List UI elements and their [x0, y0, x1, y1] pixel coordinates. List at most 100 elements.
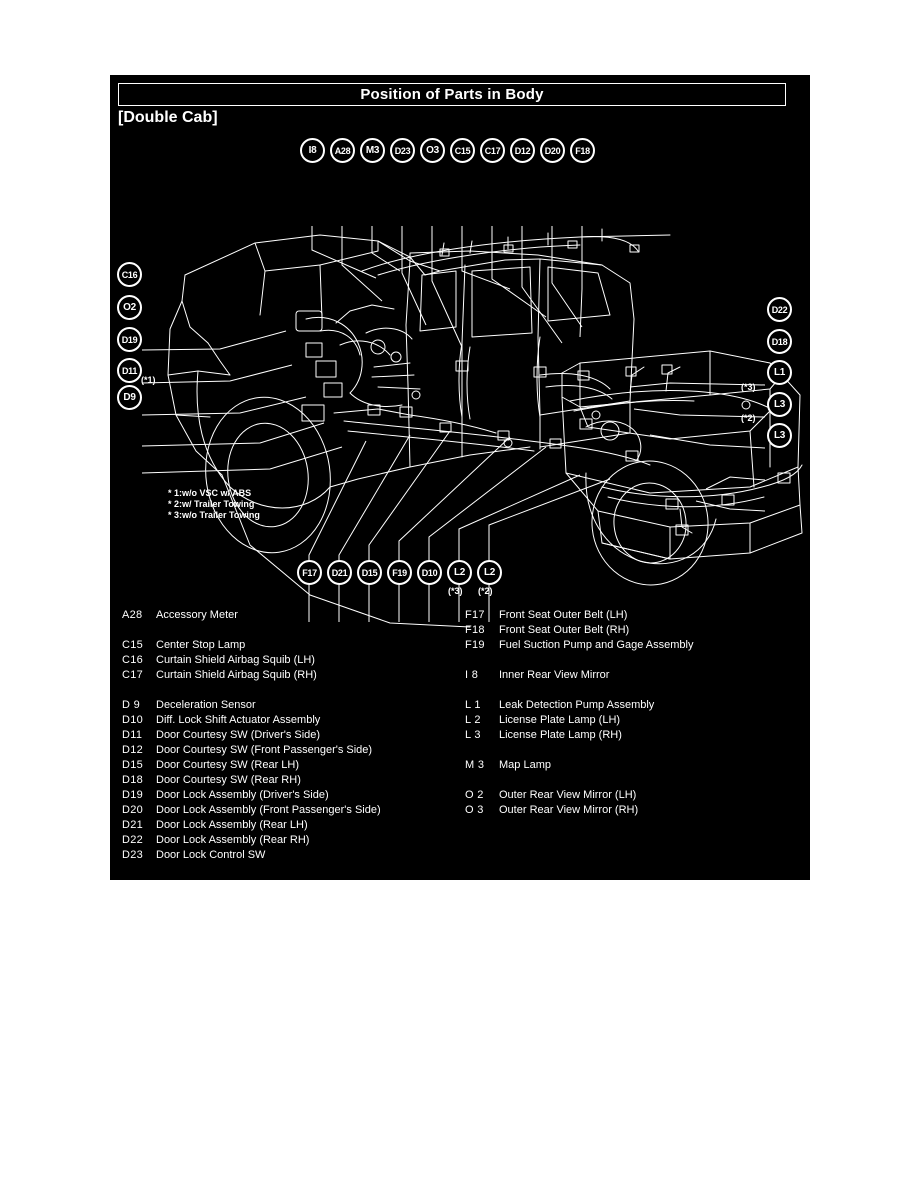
legend-code: D12 — [122, 744, 144, 756]
callout-d20-top[interactable]: D20 — [540, 138, 565, 163]
vehicle-illustration — [167, 228, 803, 628]
legend-row: D23 Door Lock Control SW — [122, 848, 462, 863]
legend-description: Front Seat Outer Belt (LH) — [499, 609, 628, 621]
legend-row: D12 Door Courtesy SW (Front Passenger's S… — [122, 743, 462, 758]
callout-d10-bottom[interactable]: D10 — [417, 560, 442, 585]
legend-code: D10 — [122, 714, 144, 726]
legend-description: Door Lock Assembly (Rear RH) — [156, 834, 310, 846]
legend-description: License Plate Lamp (LH) — [499, 714, 621, 726]
legend-description: Outer Rear View Mirror (RH) — [499, 804, 639, 816]
legend-description: Door Courtesy SW (Driver's Side) — [156, 729, 321, 741]
footnote-2: * 2:w/ Trailer Towing — [168, 499, 255, 509]
legend-row: D21 Door Lock Assembly (Rear LH) — [122, 818, 462, 833]
legend-spacer — [465, 773, 795, 788]
callout-f18-top[interactable]: F18 — [570, 138, 595, 163]
legend-code: D20 — [122, 804, 144, 816]
legend-description: Deceleration Sensor — [156, 699, 256, 711]
callout-l3-right[interactable]: L3 — [767, 423, 792, 448]
callout-d23-top[interactable]: D23 — [390, 138, 415, 163]
callout-o3-top[interactable]: O3 — [420, 138, 445, 163]
callout-l1-right[interactable]: L1 — [767, 360, 792, 385]
legend-row: D10 Diff. Lock Shift Actuator Assembly — [122, 713, 462, 728]
legend-code: D11 — [122, 729, 143, 741]
callout-o2-left[interactable]: O2 — [117, 295, 142, 320]
callout-f19-bottom[interactable]: F19 — [387, 560, 412, 585]
legend-row: C17 Curtain Shield Airbag Squib (RH) — [122, 668, 462, 683]
legend-description: Door Courtesy SW (Rear RH) — [156, 774, 301, 786]
legend-description: Map Lamp — [499, 759, 551, 771]
legend-row: O 3 Outer Rear View Mirror (RH) — [465, 803, 795, 818]
legend-description: Door Lock Assembly (Driver's Side) — [156, 789, 329, 801]
callout-d9-left[interactable]: D9 — [117, 385, 142, 410]
legend-code: D18 — [122, 774, 144, 786]
legend-description: License Plate Lamp (RH) — [499, 729, 622, 741]
callout-f17-bottom[interactable]: F17 — [297, 560, 322, 585]
title-bar: Position of Parts in Body — [118, 83, 786, 106]
callout-d11-left[interactable]: D11 — [117, 358, 142, 383]
callout-d22-right[interactable]: D22 — [767, 297, 792, 322]
legend-code: D15 — [122, 759, 144, 771]
legend-description: Door Courtesy SW (Front Passenger's Side… — [156, 744, 373, 756]
legend-code: D 9 — [122, 699, 141, 711]
subtitle-double-cab: [Double Cab] — [118, 109, 218, 126]
callout-note-l2-bottom: (*2) — [478, 586, 493, 596]
legend-row: D 9 Deceleration Sensor — [122, 698, 462, 713]
callout-m3-top[interactable]: M3 — [360, 138, 385, 163]
legend-description: Diff. Lock Shift Actuator Assembly — [156, 714, 321, 726]
callout-d19-left[interactable]: D19 — [117, 327, 142, 352]
legend-spacer — [122, 623, 462, 638]
callout-c16-left[interactable]: C16 — [117, 262, 142, 287]
callout-d15-bottom[interactable]: D15 — [357, 560, 382, 585]
legend-code: C15 — [122, 639, 144, 651]
legend-description: Leak Detection Pump Assembly — [499, 699, 655, 711]
callout-l2-bottom[interactable]: L2 — [447, 560, 472, 585]
legend-spacer — [465, 683, 795, 698]
legend-description: Door Lock Assembly (Rear LH) — [156, 819, 308, 831]
leader-lines — [141, 226, 766, 622]
legend-code: L 3 — [465, 729, 481, 741]
legend-code: L 1 — [465, 699, 481, 711]
legend-description: Curtain Shield Airbag Squib (RH) — [156, 669, 317, 681]
callout-note-d9-left: (*1) — [141, 375, 156, 385]
legend-spacer — [465, 653, 795, 668]
legend-description: Door Lock Control SW — [156, 849, 266, 861]
legend-row: L 1 Leak Detection Pump Assembly — [465, 698, 795, 713]
callout-d18-right[interactable]: D18 — [767, 329, 792, 354]
legend-spacer — [465, 743, 795, 758]
legend-description: Front Seat Outer Belt (RH) — [499, 624, 630, 636]
legend-code: D23 — [122, 849, 144, 861]
legend-description: Door Lock Assembly (Front Passenger's Si… — [156, 804, 381, 816]
callout-d12-top[interactable]: D12 — [510, 138, 535, 163]
legend-row: D11 Door Courtesy SW (Driver's Side) — [122, 728, 462, 743]
legend-description: Door Courtesy SW (Rear LH) — [156, 759, 300, 771]
legend-code: F19 — [465, 639, 485, 651]
callout-i8-top[interactable]: I8 — [300, 138, 325, 163]
callout-d21-bottom[interactable]: D21 — [327, 560, 352, 585]
legend-code: A28 — [122, 609, 143, 621]
legend-row: D15 Door Courtesy SW (Rear LH) — [122, 758, 462, 773]
legend-code: D21 — [122, 819, 144, 831]
callout-l2-bottom[interactable]: L2 — [477, 560, 502, 585]
legend-code: O 3 — [465, 804, 484, 816]
legend-spacer — [122, 683, 462, 698]
legend-code: D19 — [122, 789, 144, 801]
callout-a28-top[interactable]: A28 — [330, 138, 355, 163]
legend-row: D22 Door Lock Assembly (Rear RH) — [122, 833, 462, 848]
callout-l3-right[interactable]: L3 — [767, 392, 792, 417]
figure-panel: Position of Parts in Body [Double Cab] — [110, 75, 810, 880]
legend-code: I 8 — [465, 669, 479, 681]
legend-description: Accessory Meter — [156, 609, 238, 621]
callout-c17-top[interactable]: C17 — [480, 138, 505, 163]
legend-code: D22 — [122, 834, 144, 846]
callout-c15-top[interactable]: C15 — [450, 138, 475, 163]
legend-code: C17 — [122, 669, 144, 681]
